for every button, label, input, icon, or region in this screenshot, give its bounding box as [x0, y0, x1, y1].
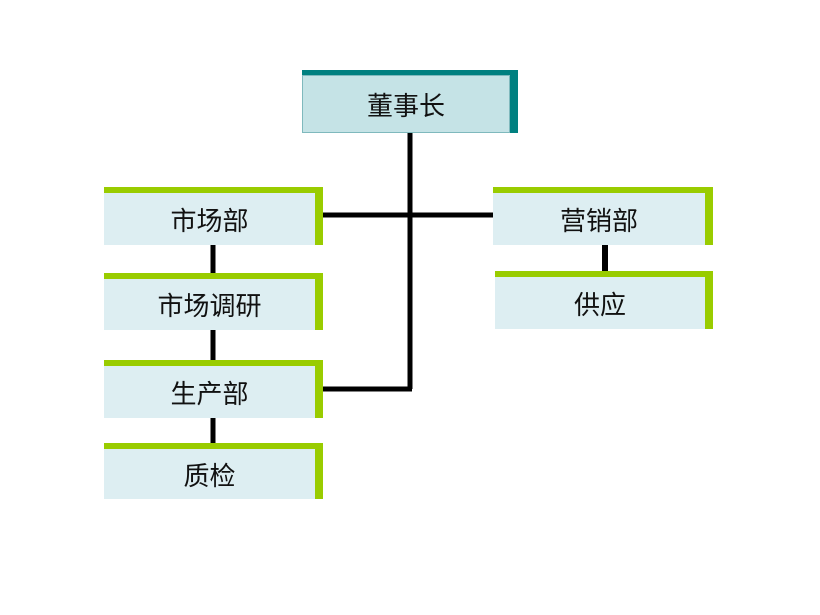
- node-sales-dept: 营销部: [493, 187, 713, 245]
- node-marketing-dept: 市场部: [104, 187, 323, 245]
- node-quality-control-label: 质检: [183, 461, 236, 492]
- node-production-dept: 生产部: [104, 360, 323, 418]
- node-production-dept-label: 生产部: [170, 379, 249, 410]
- node-supply: 供应: [495, 271, 713, 329]
- node-market-research-label: 市场调研: [157, 292, 262, 322]
- node-sales-dept-label: 营销部: [559, 206, 638, 237]
- node-chairman: 董事长: [302, 70, 518, 133]
- node-marketing-dept-label: 市场部: [170, 206, 249, 237]
- node-market-research: 市场调研: [104, 273, 323, 330]
- node-chairman-label: 董事长: [366, 91, 445, 122]
- node-quality-control: 质检: [104, 443, 323, 499]
- node-supply-label: 供应: [573, 290, 626, 321]
